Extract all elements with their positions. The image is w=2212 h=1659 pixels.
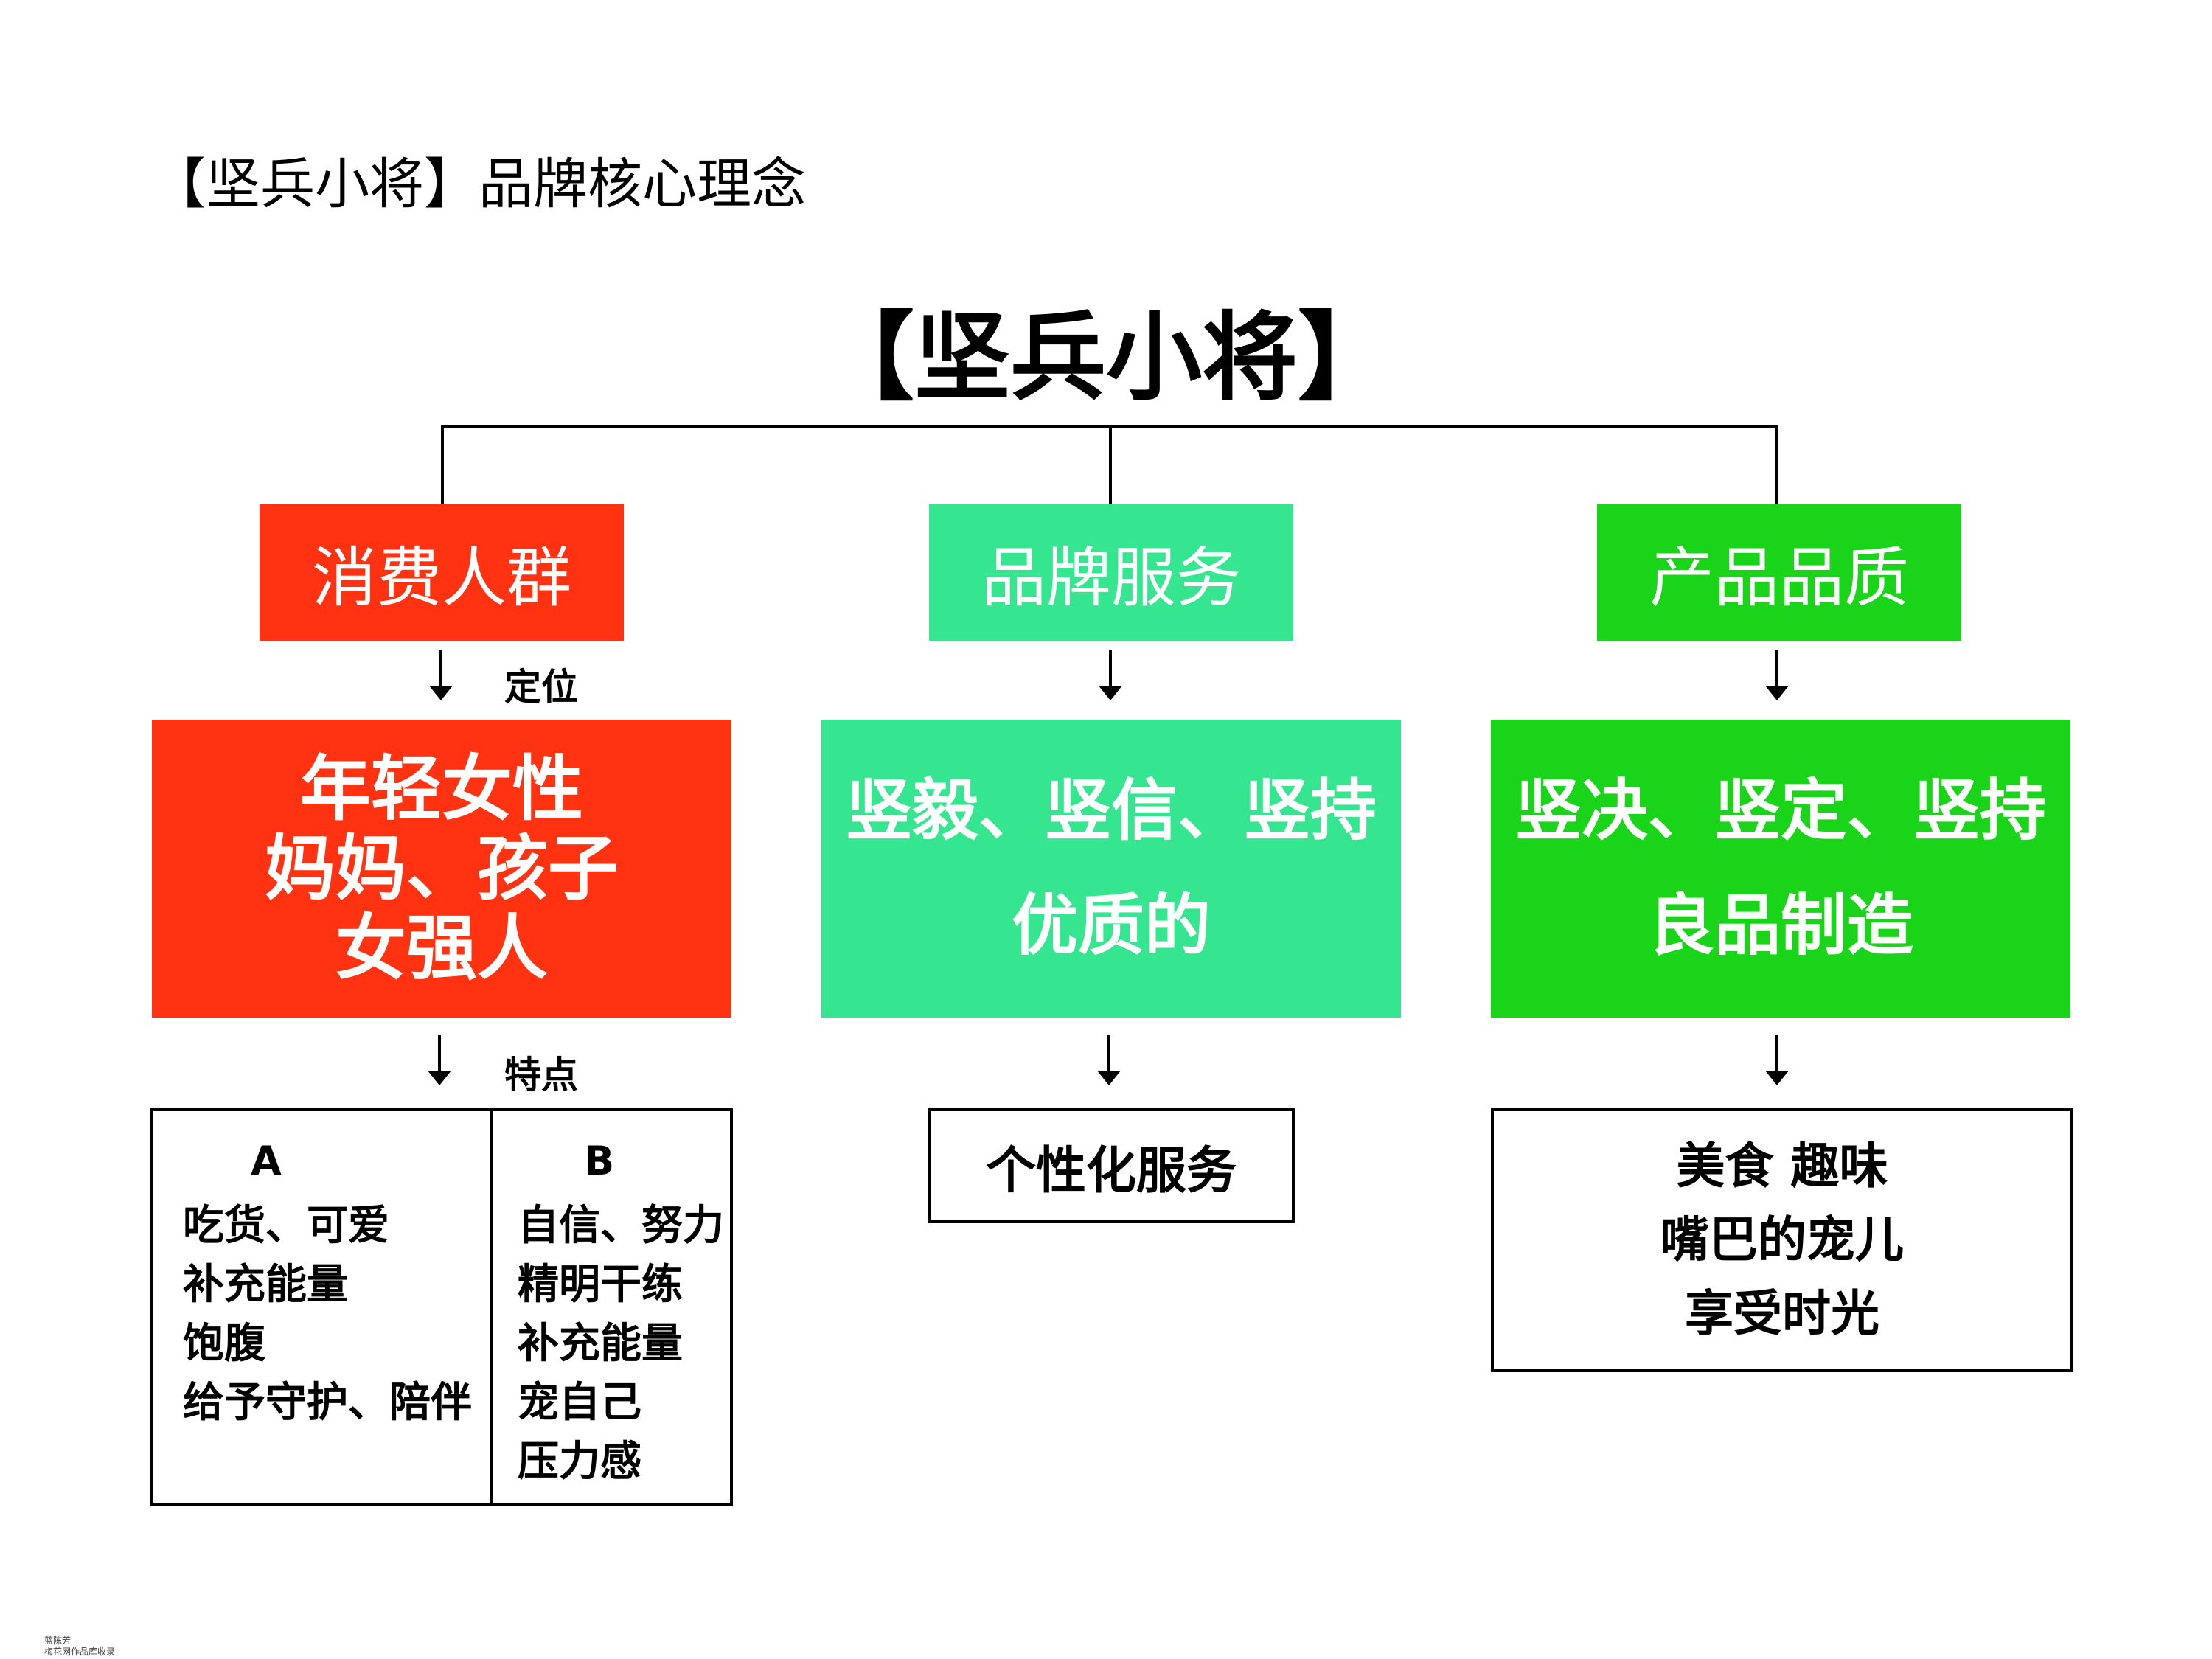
brand-values-line: 竖毅、竖信、竖持 xyxy=(846,772,1377,849)
positioning-line: 妈妈、孩子 xyxy=(265,827,619,910)
features-column-head-a: A xyxy=(251,1138,282,1184)
root-node-title: 【坚兵小将】 xyxy=(818,302,1394,414)
feature-item: 补充能量 xyxy=(518,1320,683,1368)
category-box-product-quality: 产品品质 xyxy=(1597,504,1961,641)
credit-text: 蓝陈芳 梅花网作品库收录 xyxy=(44,1635,115,1658)
experience-line: 嘴巴的宠儿 xyxy=(1660,1211,1904,1268)
category-box-brand-service: 品牌服务 xyxy=(929,504,1293,641)
feature-item: 吃货、可爱 xyxy=(183,1202,389,1250)
feature-item: 饱腹 xyxy=(183,1320,265,1368)
category-label: 消费人群 xyxy=(311,539,571,616)
category-box-consumers: 消费人群 xyxy=(260,504,624,641)
quality-values-line: 良品制造 xyxy=(1648,887,1913,964)
service-box: 个性化服务 xyxy=(928,1108,1295,1223)
service-line: 个性化服务 xyxy=(985,1141,1237,1200)
positioning-line: 女强人 xyxy=(335,907,548,990)
positioning-line: 年轻女性 xyxy=(300,748,583,830)
positioning-box: 年轻女性 妈妈、孩子 女强人 xyxy=(152,720,731,1018)
quality-values-box: 竖决、竖定、竖持 良品制造 xyxy=(1491,720,2070,1018)
feature-item: 自信、努力 xyxy=(518,1202,724,1250)
feature-item: 宠自己 xyxy=(518,1379,641,1427)
category-label: 产品品质 xyxy=(1649,539,1909,616)
features-list-b: 自信、努力 精明干练 补充能量 宠自己 压力感 xyxy=(518,1197,724,1492)
brand-values-box: 竖毅、竖信、竖持 优质的 xyxy=(821,720,1401,1018)
credit-source: 梅花网作品库收录 xyxy=(44,1646,116,1657)
feature-item: 精明干练 xyxy=(518,1261,683,1309)
quality-values-line: 竖决、竖定、竖持 xyxy=(1515,772,2046,849)
features-list-a: 吃货、可爱 补充能量 饱腹 给予守护、陪伴 xyxy=(183,1197,472,1433)
experience-line: 享受时光 xyxy=(1685,1285,1879,1342)
feature-item: 给予守护、陪伴 xyxy=(183,1379,472,1427)
edge-label-features: 特点 xyxy=(504,1054,578,1096)
brand-values-line: 优质的 xyxy=(1012,887,1211,964)
experience-box: 美食 趣味 嘴巴的宠儿 享受时光 xyxy=(1491,1108,2073,1372)
credit-author: 蓝陈芳 xyxy=(44,1635,72,1646)
features-table: A 吃货、可爱 补充能量 饱腹 给予守护、陪伴 B 自信、努力 精明干练 补充能… xyxy=(150,1108,733,1506)
page-title: 【坚兵小将】品牌核心理念 xyxy=(151,153,806,216)
experience-line: 美食 趣味 xyxy=(1676,1138,1888,1194)
edge-label-positioning: 定位 xyxy=(504,666,578,709)
feature-item: 压力感 xyxy=(518,1438,641,1486)
category-label: 品牌服务 xyxy=(981,539,1241,616)
features-column-head-b: B xyxy=(584,1138,615,1184)
feature-item: 补充能量 xyxy=(183,1261,348,1309)
features-divider xyxy=(490,1111,493,1503)
